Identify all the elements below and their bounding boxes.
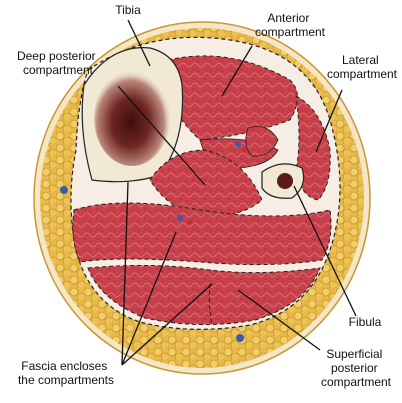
superficial-label-line3: compartment xyxy=(321,375,392,389)
anterior-label-line2: compartment xyxy=(255,25,326,39)
anterior-label: Anterior compartment xyxy=(255,11,326,39)
vessel-2 xyxy=(242,147,248,153)
tibia-marrow xyxy=(94,70,170,166)
compartment-divider xyxy=(208,283,213,326)
vessel-4 xyxy=(187,219,193,225)
fascia-leader-2 xyxy=(121,231,177,366)
anterior-small-muscle xyxy=(245,126,279,157)
vessel-3 xyxy=(177,215,183,221)
superficial-leader xyxy=(237,289,321,351)
tibia-label: Tibia xyxy=(115,3,141,17)
superficial-posterior-label: Superficial posterior compartment xyxy=(321,347,392,389)
lateral-label-line1: Lateral xyxy=(342,53,379,67)
fibula-marrow xyxy=(277,173,293,189)
lateral-leader xyxy=(315,89,343,153)
superficial-label-line1: Superficial xyxy=(326,347,382,361)
lateral-compartment-muscle xyxy=(295,95,331,201)
fascia-label: Fascia encloses the compartments xyxy=(18,359,114,387)
anterior-label-line1: Anterior xyxy=(267,11,309,25)
deep-posterior-leader xyxy=(117,85,206,186)
superficial-posterior-muscle-upper xyxy=(72,202,332,266)
fascia-label-line2: the compartments xyxy=(18,373,114,387)
fibula-label: Fibula xyxy=(349,315,382,329)
fibula-leader xyxy=(293,185,357,317)
anterior-leader xyxy=(221,45,253,97)
vessel-1 xyxy=(235,141,241,147)
superficial-label-line2: posterior xyxy=(331,361,378,375)
deep-posterior-label: Deep posterior compartment xyxy=(17,49,99,77)
anterior-compartment-muscle xyxy=(167,55,298,141)
vessel-6 xyxy=(236,334,244,342)
superficial-posterior-muscle-lower xyxy=(87,264,321,326)
deep-posterior-label-line2: compartment xyxy=(23,63,94,77)
deep-posterior-label-line1: Deep posterior xyxy=(17,49,96,63)
fascia-leader-1 xyxy=(121,181,129,366)
lateral-label-line2: compartment xyxy=(327,67,398,81)
fascia-leader-3 xyxy=(121,283,213,366)
vessel-5 xyxy=(60,186,68,194)
tibia-leader xyxy=(127,19,151,67)
lateral-label: Lateral compartment xyxy=(327,53,398,81)
fascia-label-line1: Fascia encloses xyxy=(21,359,107,373)
